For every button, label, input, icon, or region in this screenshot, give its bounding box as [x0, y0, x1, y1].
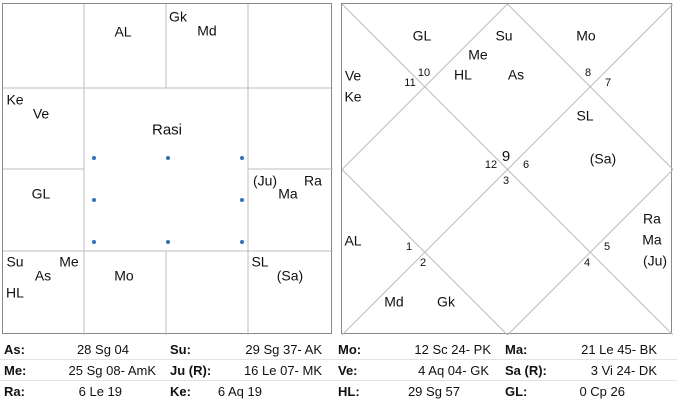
north-ke: Ke	[344, 88, 362, 105]
south-le-ma: Ma	[278, 185, 298, 202]
south-aq-ve: Ve	[32, 105, 50, 122]
center-dot	[240, 198, 244, 202]
south-sg-as: As	[34, 267, 52, 284]
table-value: 6 Aq 19	[217, 384, 262, 399]
north-ju: (Ju)	[642, 252, 668, 269]
table-key: Ju (R):	[170, 363, 212, 378]
center-dot	[92, 198, 96, 202]
house-number-9: 9	[501, 148, 511, 165]
south-sg-su: Su	[6, 253, 24, 270]
table-value: 16 Le 07- MK	[243, 363, 322, 378]
table-key: Ma:	[505, 342, 528, 357]
row-divider	[0, 380, 677, 381]
table-value: 4 Aq 04- GK	[418, 363, 489, 378]
table-key: Ke:	[170, 384, 191, 399]
center-dot	[240, 240, 244, 244]
north-su: Su	[495, 27, 513, 44]
north-gk: Gk	[437, 293, 455, 310]
south-pi-al: AL	[114, 23, 132, 40]
south-vi-sl: SL	[251, 253, 269, 270]
table-value: 29 Sg 37- AK	[245, 342, 322, 357]
south-ar-md: Md	[197, 22, 217, 39]
south-ar-gk: Gk	[169, 8, 187, 25]
north-ma: Ma	[642, 231, 662, 248]
house-number-2: 2	[419, 257, 427, 269]
table-key: Su:	[170, 342, 191, 357]
house-number-7: 7	[604, 77, 612, 89]
north-as: As	[507, 66, 525, 83]
table-key: Mo:	[338, 342, 362, 357]
north-chart-grid	[342, 4, 673, 335]
house-number-12: 12	[484, 159, 498, 171]
table-key: Me:	[4, 363, 27, 378]
table-row: Me: 25 Sg 08- AmK Ju (R): 16 Le 07- MK V…	[0, 360, 677, 381]
table-value: 0 Cp 26	[579, 384, 625, 399]
center-dot	[166, 156, 170, 160]
table-value: 12 Sc 24- PK	[414, 342, 491, 357]
south-le-ra: Ra	[304, 172, 322, 189]
rasi-north-chart: 10 11 8 7 12 9 6 3 1 2 5 4 GL Su Mo Me H…	[341, 3, 673, 335]
center-dot	[92, 156, 96, 160]
north-mo: Mo	[576, 27, 596, 44]
center-dot	[92, 240, 96, 244]
house-number-11: 11	[404, 77, 416, 89]
center-dot	[166, 240, 170, 244]
table-value: 29 Sg 57	[407, 384, 460, 399]
table-key: Ra:	[4, 384, 25, 399]
table-value: 6 Le 19	[78, 384, 122, 399]
table-key: GL:	[505, 384, 528, 399]
table-row: As: 28 Sg 04 Su: 29 Sg 37- AK Mo: 12 Sc …	[0, 339, 677, 360]
house-number-6: 6	[522, 159, 530, 171]
north-ve: Ve	[344, 67, 362, 84]
north-hl: HL	[454, 66, 472, 83]
north-ra: Ra	[643, 210, 661, 227]
house-number-5: 5	[603, 241, 611, 253]
house-number-3: 3	[502, 175, 510, 187]
house-number-8: 8	[584, 67, 592, 79]
center-dot	[240, 156, 244, 160]
south-cp-gl: GL	[31, 185, 51, 202]
north-md: Md	[384, 293, 404, 310]
south-chart-grid	[3, 4, 333, 335]
table-key: As:	[4, 342, 25, 357]
south-vi-sa: (Sa)	[276, 267, 304, 284]
table-value: 3 Vi 24- DK	[590, 363, 657, 378]
table-key: Ve:	[338, 363, 358, 378]
table-value: 28 Sg 04	[76, 342, 129, 357]
north-gl: GL	[412, 27, 432, 44]
house-number-4: 4	[583, 257, 591, 269]
south-sc-mo: Mo	[114, 267, 134, 284]
south-aq-ke: Ke	[6, 91, 24, 108]
row-divider	[0, 359, 677, 360]
north-sl: SL	[576, 107, 594, 124]
north-al: AL	[344, 232, 362, 249]
south-le-ju: (Ju)	[252, 172, 278, 189]
house-number-10: 10	[417, 67, 431, 79]
south-sg-me: Me	[59, 253, 79, 270]
north-me: Me	[468, 46, 488, 63]
south-chart-title: Rasi	[151, 121, 183, 139]
house-number-1: 1	[405, 241, 413, 253]
table-value: 25 Sg 08- AmK	[68, 363, 156, 378]
south-sg-hl: HL	[6, 284, 24, 301]
table-value: 21 Le 45- BK	[581, 342, 657, 357]
table-key: HL:	[338, 384, 360, 399]
rasi-south-chart: AL Gk Md Ke Ve GL (Ju) Ma Ra Su Me As HL…	[2, 3, 333, 335]
table-key: Sa (R):	[505, 363, 547, 378]
north-sa: (Sa)	[589, 150, 617, 167]
table-row: Ra: 6 Le 19 Ke: 6 Aq 19 HL: 29 Sg 57 GL:…	[0, 381, 677, 402]
planet-positions-table: As: 28 Sg 04 Su: 29 Sg 37- AK Mo: 12 Sc …	[0, 339, 677, 402]
